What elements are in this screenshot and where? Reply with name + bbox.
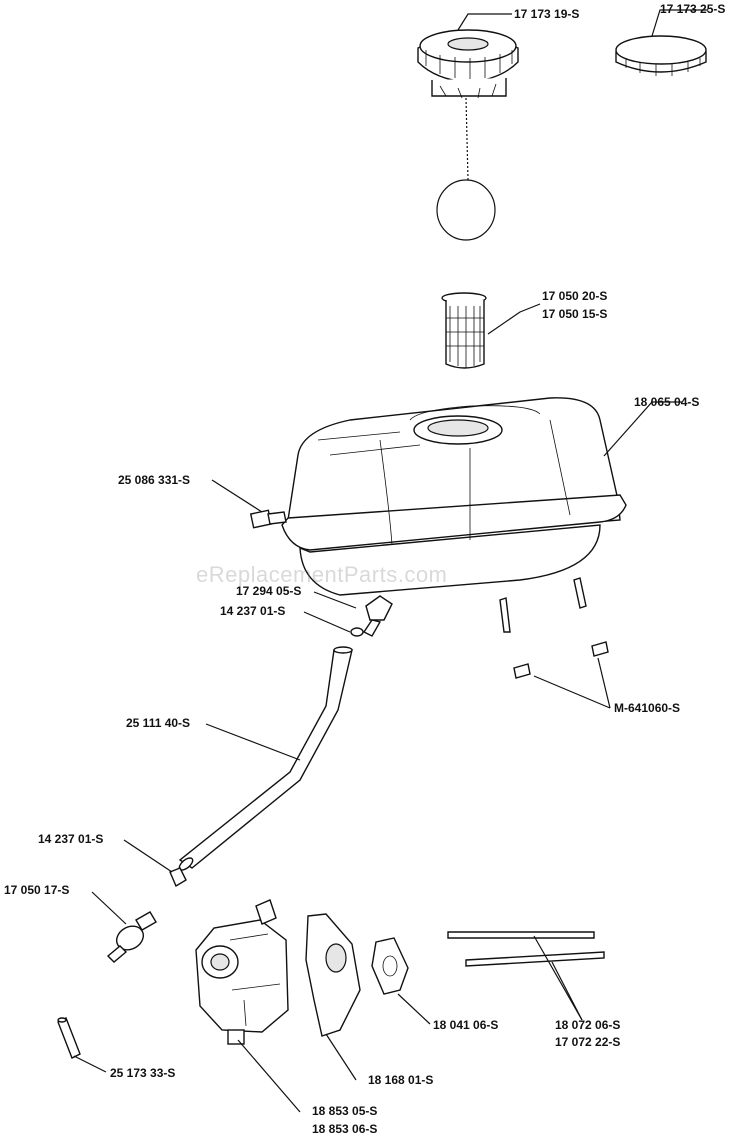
gasket xyxy=(371,937,409,995)
label-fuel-line[interactable]: 25 111 40-S xyxy=(126,716,191,730)
studs xyxy=(447,931,605,967)
short-line xyxy=(57,1017,81,1059)
grommets xyxy=(513,641,609,679)
label-cap-with-strap[interactable]: 17 173 19-S xyxy=(514,7,580,21)
label-fuel-fitting[interactable]: 17 294 05-S xyxy=(236,584,302,598)
fuel-tank xyxy=(281,397,627,633)
label-filter-screen-b[interactable]: 17 050 15-S xyxy=(542,307,608,321)
label-carburetor-b[interactable]: 18 853 06-S xyxy=(312,1122,378,1136)
label-fuel-filter[interactable]: 17 050 17-S xyxy=(4,883,70,897)
fuel-cap-with-strap xyxy=(417,29,519,241)
fuel-line xyxy=(169,646,353,888)
label-fuel-tank[interactable]: 18 065 04-S xyxy=(634,395,700,409)
inline-fuel-filter xyxy=(106,911,157,963)
label-filter-screen-a[interactable]: 17 050 20-S xyxy=(542,289,608,303)
label-clamp-upper[interactable]: 14 237 01-S xyxy=(220,604,286,618)
label-grommet[interactable]: M-641060-S xyxy=(614,701,681,715)
label-stud-b[interactable]: 17 072 22-S xyxy=(555,1035,621,1049)
label-cap-alt[interactable]: 17 173 25-S xyxy=(660,2,726,16)
label-tank-bolt[interactable]: 25 086 331-S xyxy=(118,473,191,487)
filter-screen xyxy=(441,292,487,369)
label-carburetor-a[interactable]: 18 853 05-S xyxy=(312,1104,378,1118)
leader-lines xyxy=(73,9,708,1113)
label-stud-a[interactable]: 18 072 06-S xyxy=(555,1018,621,1032)
fuel-fitting xyxy=(350,595,393,637)
fuel-cap-alternate xyxy=(615,35,707,76)
label-clamp-lower[interactable]: 14 237 01-S xyxy=(38,832,104,846)
insulator xyxy=(305,913,361,1037)
tank-bolt xyxy=(249,509,287,529)
carburetor xyxy=(195,899,289,1045)
label-insulator[interactable]: 18 168 01-S xyxy=(368,1073,434,1087)
watermark-text: eReplacementParts.com xyxy=(196,562,448,587)
label-short-line[interactable]: 25 173 33-S xyxy=(110,1066,176,1080)
label-gasket[interactable]: 18 041 06-S xyxy=(433,1018,499,1032)
